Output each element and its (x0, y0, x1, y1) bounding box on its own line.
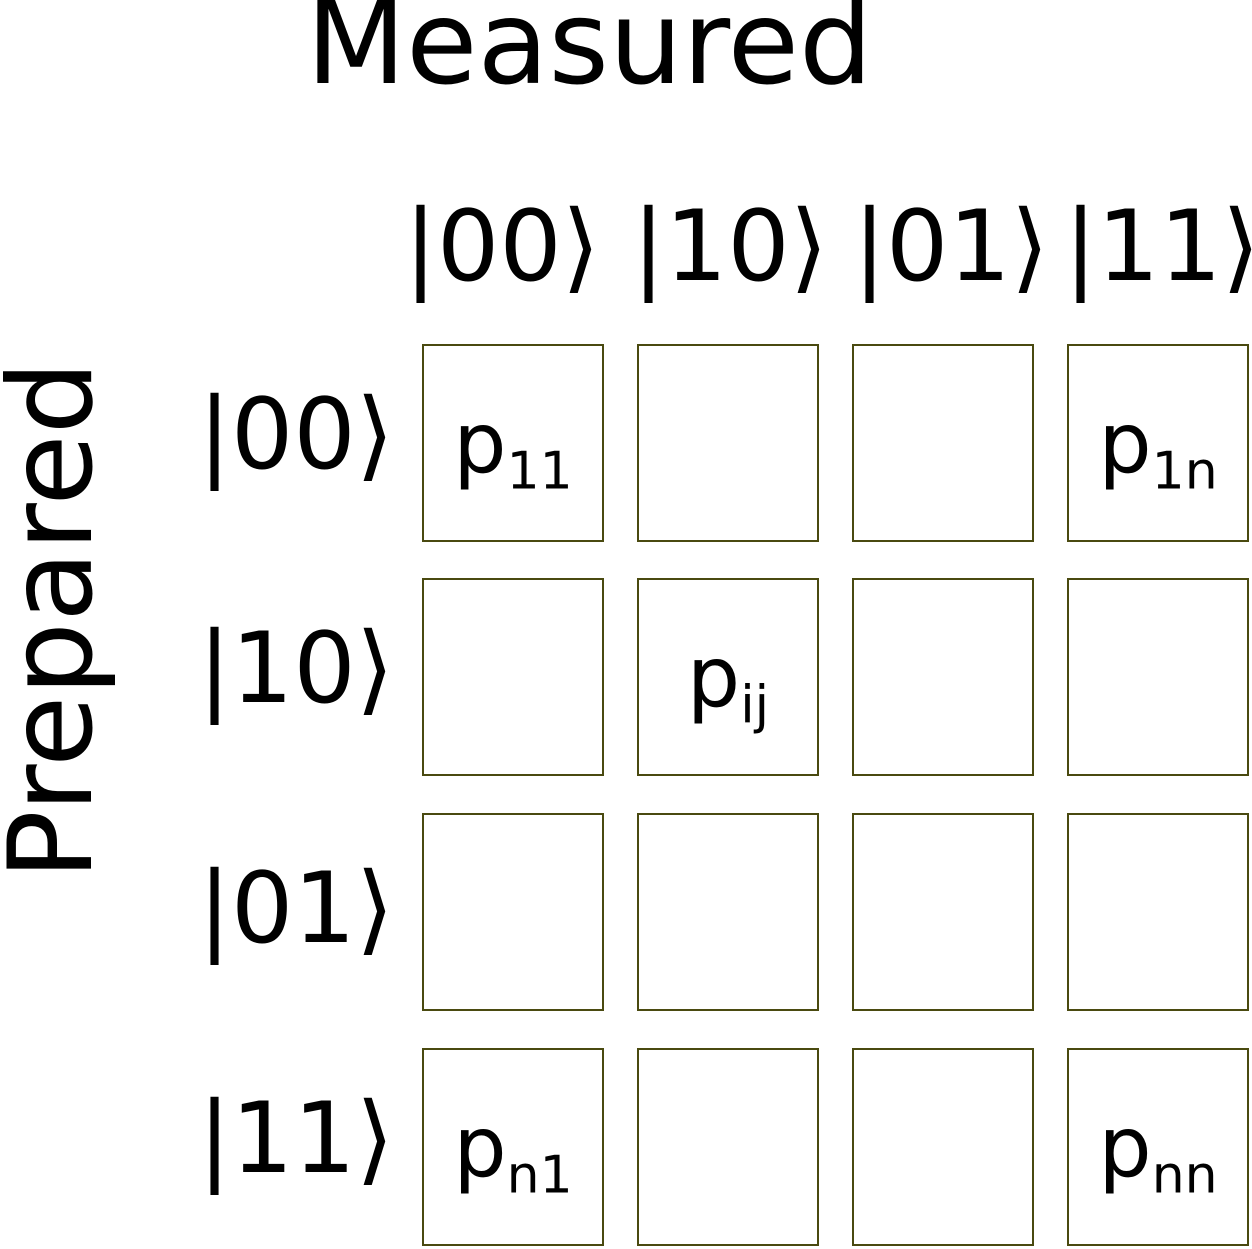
matrix-cell (422, 578, 604, 776)
column-label-10: |10⟩ (632, 190, 828, 304)
matrix-cell: pn1 (422, 1048, 604, 1246)
column-label-00: |00⟩ (404, 190, 600, 304)
measured-title: Measured (306, 0, 873, 111)
matrix-cell (637, 344, 819, 542)
matrix-cell (637, 1048, 819, 1246)
cell-value: pij (686, 628, 770, 736)
column-label-01: |01⟩ (853, 190, 1049, 304)
matrix-cell (852, 578, 1034, 776)
cell-value: pnn (1098, 1098, 1218, 1206)
matrix-cell (852, 344, 1034, 542)
matrix-cell: p1n (1067, 344, 1249, 542)
matrix-cell (852, 813, 1034, 1011)
matrix-cell: p11 (422, 344, 604, 542)
cell-value: p11 (453, 394, 573, 502)
column-label-11: |11⟩ (1064, 190, 1252, 304)
matrix-cell (1067, 578, 1249, 776)
row-label-10: |10⟩ (198, 612, 394, 726)
matrix-cell: pij (637, 578, 819, 776)
row-label-00: |00⟩ (198, 378, 394, 492)
cell-value: p1n (1098, 394, 1218, 502)
cell-value: pn1 (453, 1098, 573, 1206)
row-label-01: |01⟩ (198, 852, 394, 966)
prepared-title: Prepared (0, 360, 119, 880)
matrix-cell: pnn (1067, 1048, 1249, 1246)
matrix-cell (852, 1048, 1034, 1246)
row-label-11: |11⟩ (198, 1082, 394, 1196)
matrix-cell (637, 813, 819, 1011)
matrix-cell (1067, 813, 1249, 1011)
matrix-cell (422, 813, 604, 1011)
